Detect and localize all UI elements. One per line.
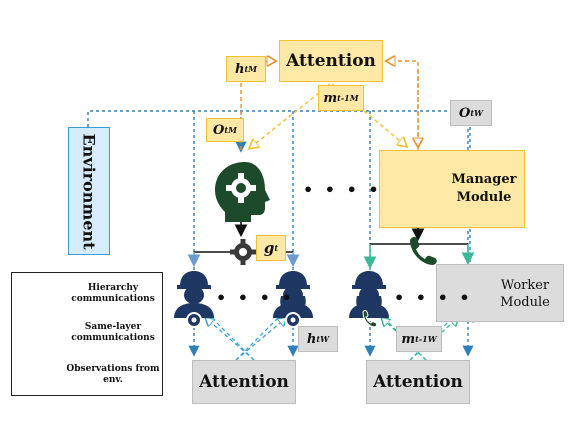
gear-icon [230,239,256,265]
attention-top: Attention [279,40,383,82]
legend-item-hierarchy: Hierarchy communications [71,283,155,304]
ellipsis-right: • • • • [394,288,473,307]
worker-phone-icon [349,271,389,328]
worker-gear-icon [273,271,313,328]
legend-item-same-layer: Same-layer communications [71,322,155,343]
attention-bottom-left: Attention [192,360,296,404]
environment-box: Environment [68,127,110,255]
manager-module-box: Manager Module [379,150,525,228]
manager-head-gear-icon [215,162,270,222]
ellipsis-middle: • • • • [303,180,382,199]
attention-bottom-right: Attention [366,360,470,404]
legend: Hierarchy communications Same-layer comm… [11,272,163,396]
blue-same-layer [206,318,286,361]
worker-gear-icon [174,271,214,328]
ellipsis-left: • • • • [216,288,295,307]
legend-item-observations: Observations from env. [66,364,160,385]
phone-icon [410,236,437,265]
worker-module-box: Worker Module [436,264,564,322]
